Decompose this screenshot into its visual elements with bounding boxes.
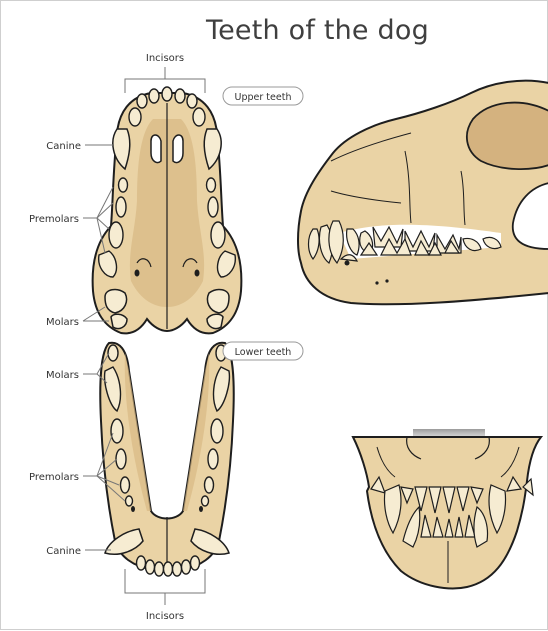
molars-lower-label: Molars xyxy=(46,370,79,381)
lower-jaw-diagram xyxy=(100,343,233,576)
upper-teeth-pill: Upper teeth xyxy=(223,87,303,105)
canine-lower-label: Canine xyxy=(46,546,81,557)
premolars-upper-label: Premolars xyxy=(29,214,79,225)
upper-teeth-label: Upper teeth xyxy=(235,92,292,103)
molars-upper-label: Molars xyxy=(46,317,79,328)
front-view-jaws xyxy=(353,429,541,588)
incisors-upper-label: Incisors xyxy=(146,53,184,64)
premolars-lower-label: Premolars xyxy=(29,472,79,483)
lower-teeth-pill: Lower teeth xyxy=(223,342,303,360)
canine-upper-label: Canine xyxy=(46,141,81,152)
incisors-lower-label: Incisors xyxy=(146,611,184,622)
upper-jaw-diagram xyxy=(93,87,242,333)
lower-teeth-label: Lower teeth xyxy=(235,347,292,358)
skull-side-view xyxy=(298,81,548,305)
